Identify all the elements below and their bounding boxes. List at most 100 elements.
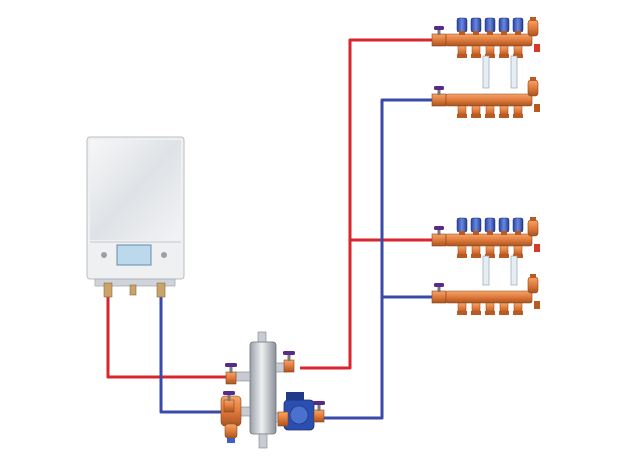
manifold-zone-1-supply-valve-cap[interactable] — [512, 17, 524, 33]
manifold-zone-2-supply-valve-cap[interactable] — [456, 217, 468, 233]
manifold-zone-1-return-inlet-valve — [431, 93, 447, 107]
manifold-zone-2-supply-outlet-nut — [457, 254, 467, 258]
separator-stub-left-top — [235, 371, 251, 382]
valve-left-return-body — [223, 399, 235, 413]
manifold-zone-1-supply-valve-cap[interactable] — [456, 17, 468, 33]
valve-right-return-handle[interactable] — [313, 401, 325, 405]
manifold-zone-2-supply-cap-base — [501, 231, 507, 235]
manifold-zone-2-supply-end-cap — [534, 244, 540, 252]
manifold-zone-1-return-outlet-nut — [513, 114, 523, 118]
valve-right-supply — [283, 351, 295, 373]
pump-housing — [277, 411, 289, 427]
manifold-zone-1-return-inlet-stem — [437, 90, 441, 95]
boiler-knob-left — [101, 252, 107, 258]
manifold-zone-2-return-outlet-nut — [457, 311, 467, 315]
manifold-zone-2-return-end-cap — [534, 301, 540, 309]
manifold-zone-2-supply-valve-cap[interactable] — [512, 217, 524, 233]
manifold-zone-1-return-inlet-handle[interactable] — [434, 86, 444, 90]
manifold-zone-2-supply-valve-cap[interactable] — [498, 217, 510, 233]
valve-left-return-handle[interactable] — [223, 391, 235, 395]
manifold-zone-2-supply-cap-base — [473, 231, 479, 235]
hydraulic-separator — [235, 331, 291, 449]
ball-valves — [223, 351, 325, 423]
valve-right-supply-stem — [287, 354, 291, 361]
manifold-zone-1-return-bar — [445, 93, 533, 107]
separator-drain — [258, 433, 268, 449]
manifold-zone-1-supply-outlet-nut — [485, 54, 495, 58]
manifold-zone-2-return-outlet-nut — [513, 311, 523, 315]
manifold-zone-1-return-end-cap — [534, 104, 540, 112]
manifold-zone-2-supply-inlet-handle[interactable] — [434, 226, 444, 230]
manifold-zone-2-flow-meter — [482, 255, 490, 286]
valve-right-supply-handle[interactable] — [283, 351, 295, 355]
manifold-zone-2-supply — [431, 217, 540, 258]
manifold-zone-1-supply-cap-base — [501, 31, 507, 35]
manifold-zone-2-return-outlet-nut — [471, 311, 481, 315]
filter-bowl — [224, 423, 238, 439]
manifold-zone-1-return-vent-top — [530, 77, 536, 81]
manifold-zone-2-supply-cap-base — [515, 231, 521, 235]
valve-right-return-stem — [317, 404, 321, 411]
manifold-zone-2-return-vent-top — [530, 274, 536, 278]
manifold-zone-1-supply-end-cap — [534, 44, 540, 52]
manifold-zone-2-return-outlet-nut — [499, 311, 509, 315]
air-vent-icon — [527, 19, 539, 37]
manifold-zone-1-supply-valve-cap[interactable] — [498, 17, 510, 33]
manifold-zone-1-supply-cap-base — [487, 31, 493, 35]
manifold-zone-1-flow-meter — [482, 55, 490, 89]
manifold-zone-1-supply-outlet-nut — [499, 54, 509, 58]
pump-rotor-cover — [289, 405, 309, 425]
filter-cap — [227, 438, 235, 443]
manifold-zone-1-supply-cap-base — [515, 31, 521, 35]
manifold-zone-2-return — [431, 274, 540, 315]
valve-left-supply-handle[interactable] — [225, 363, 237, 367]
manifold-zone-1-supply-outlet-nut — [471, 54, 481, 58]
manifold-zone-1-supply-cap-base — [459, 31, 465, 35]
manifold-zone-2-supply-inlet-stem — [437, 230, 441, 235]
manifold-zone-2-supply-outlet-nut — [499, 254, 509, 258]
boiler-return-pipe — [159, 296, 230, 414]
valve-right-return-body — [313, 409, 325, 423]
manifold-zone-2-return-bar — [445, 290, 533, 304]
manifold-zone-2-supply-outlet-nut — [485, 254, 495, 258]
manifold-zone-1-supply-valve-cap[interactable] — [470, 17, 482, 33]
boiler-return-valve — [156, 282, 166, 298]
manifold-zone-2-supply-valve-cap[interactable] — [484, 217, 496, 233]
pump-terminal-box — [286, 392, 304, 400]
manifold-zone-1-supply-inlet-handle[interactable] — [434, 26, 444, 30]
manifold-zone-2-supply-cap-base — [487, 231, 493, 235]
separator-body — [249, 341, 277, 435]
boiler-display — [116, 244, 152, 266]
manifold-zone-2-supply-inlet-valve — [431, 233, 447, 247]
manifold-group — [431, 17, 540, 315]
valve-left-supply — [225, 363, 237, 385]
manifold-zone-2-return-inlet-stem — [437, 287, 441, 292]
manifold-zone-1-supply-inlet-valve — [431, 33, 447, 47]
manifold-zone-1-supply-outlet-nut — [513, 54, 523, 58]
valve-left-return-stem — [227, 394, 231, 401]
manifold-supply-main — [300, 38, 438, 370]
boiler-front-panel — [90, 140, 181, 240]
manifold-zone-2-return-inlet-valve — [431, 290, 447, 304]
manifold-zone-1-return-outlet-nut — [457, 114, 467, 118]
valve-left-supply-stem — [229, 366, 233, 373]
manifold-zone-2-supply-outlet-nut — [513, 254, 523, 258]
manifold-zone-2-flow-meter — [510, 255, 518, 286]
valve-right-return — [313, 401, 325, 423]
boiler-icon — [86, 136, 185, 298]
manifold-zone-1-flow-meter — [510, 55, 518, 89]
boiler-knob-right — [161, 252, 167, 258]
manifold-zone-1-supply-bar — [445, 33, 533, 47]
manifold-zone-2-supply-cap-base — [459, 231, 465, 235]
manifold-zone-1-supply-valve-cap[interactable] — [484, 17, 496, 33]
manifold-zone-1-supply-inlet-stem — [437, 30, 441, 35]
boiler-gas-connection — [129, 284, 137, 296]
manifold-zone-2-return-inlet-handle[interactable] — [434, 283, 444, 287]
manifold-zone-2-supply-bar — [445, 233, 533, 247]
manifold-zone-1-supply-vent-top — [530, 17, 536, 21]
manifold-zone-2-supply-outlet-nut — [471, 254, 481, 258]
manifold-zone-2-supply-valve-cap[interactable] — [470, 217, 482, 233]
valve-left-return — [223, 391, 235, 413]
manifold-zone-2-supply-vent-top — [530, 217, 536, 221]
